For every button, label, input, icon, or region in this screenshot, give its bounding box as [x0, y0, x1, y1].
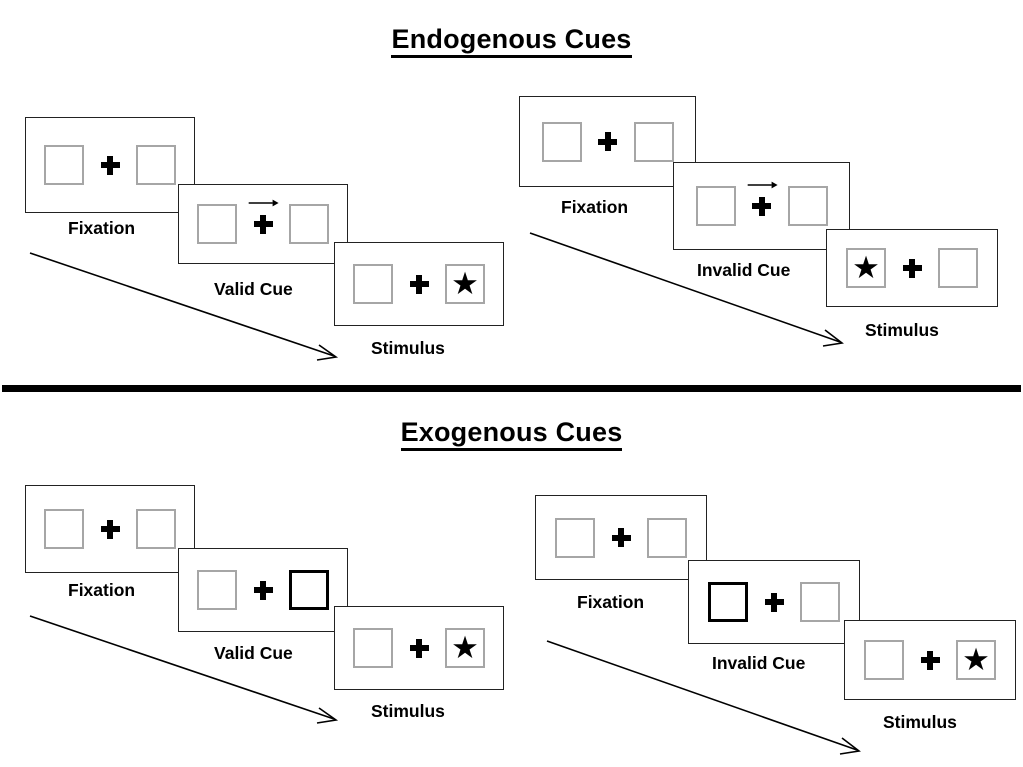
fixation-cross-area	[237, 199, 289, 234]
fixation-cross-icon	[409, 638, 429, 658]
fixation-cross-area	[748, 592, 800, 612]
caption-endogenous-valid-stimulus: Stimulus	[371, 338, 445, 358]
fixation-cross-icon	[253, 214, 273, 234]
fixation-cross-area	[886, 258, 938, 278]
time-arrow-endogenous-valid	[29, 252, 339, 361]
fixation-cross-icon	[100, 155, 120, 175]
trial-frame-exogenous-invalid-cue: ★ ★	[688, 560, 860, 644]
right-box: ★	[800, 582, 840, 622]
fixation-cross-icon	[409, 274, 429, 294]
frame-content: ★ ★	[695, 181, 828, 226]
cue-arrow-right-icon	[747, 181, 778, 188]
left-box: ★	[541, 121, 582, 162]
fixation-cross-icon	[764, 592, 784, 612]
trial-frame-endogenous-invalid-fixation: ★ ★	[519, 96, 696, 187]
star-icon: ★	[962, 641, 990, 677]
fixation-cross-icon	[598, 132, 617, 151]
trial-frame-exogenous-invalid-fixation: ★ ★	[535, 495, 707, 580]
frame-content: ★ ★	[555, 517, 687, 558]
trial-frame-exogenous-invalid-stimulus: ★ ★	[844, 620, 1016, 700]
time-arrow-exogenous-invalid	[546, 640, 861, 755]
fixation-cross-area	[595, 528, 647, 547]
star-icon: ★	[852, 249, 880, 285]
frame-content: ★ ★	[197, 199, 329, 244]
trial-frame-endogenous-valid-cue: ★ ★	[178, 184, 348, 264]
fixation-cross-icon	[253, 580, 273, 600]
left-box: ★	[197, 570, 237, 610]
caption-endogenous-invalid-stimulus: Stimulus	[865, 320, 939, 340]
frame-content: ★ ★	[44, 509, 176, 549]
left-box: ★	[864, 640, 904, 680]
section-divider	[2, 385, 1021, 392]
left-box: ★	[353, 264, 393, 304]
right-box: ★	[956, 640, 996, 680]
caption-exogenous-invalid-cue: Invalid Cue	[712, 653, 806, 673]
fixation-cross-area	[393, 638, 445, 658]
trial-frame-exogenous-valid-fixation: ★ ★	[25, 485, 195, 573]
fixation-cross-area	[237, 580, 289, 600]
fixation-cross-area	[904, 650, 956, 670]
frame-content: ★ ★	[197, 570, 329, 610]
caption-exogenous-invalid-fixation: Fixation	[577, 592, 645, 612]
right-box-cued: ★	[289, 570, 329, 610]
trial-frame-endogenous-invalid-stimulus: ★ ★	[826, 229, 998, 307]
right-box: ★	[938, 248, 978, 288]
caption-endogenous-valid-fixation: Fixation	[68, 218, 136, 238]
fixation-cross-icon	[902, 258, 922, 278]
star-icon: ★	[451, 629, 479, 665]
fixation-cross-icon	[752, 196, 771, 216]
right-box: ★	[445, 628, 485, 668]
star-icon: ★	[451, 265, 479, 301]
fixation-cross-icon	[611, 528, 631, 547]
right-box: ★	[136, 145, 176, 185]
frame-content: ★ ★	[708, 582, 840, 622]
fixation-cross-area	[393, 274, 445, 294]
trial-frame-endogenous-valid-stimulus: ★ ★	[334, 242, 504, 326]
frame-content: ★ ★	[44, 145, 176, 185]
section-title-endogenous: Endogenous Cues	[0, 24, 1023, 58]
fixation-cross-area	[84, 155, 136, 175]
frame-content: ★ ★	[353, 264, 485, 304]
section-title-exogenous-text: Exogenous Cues	[400, 417, 623, 451]
left-box: ★	[197, 204, 237, 244]
fixation-cross-area	[582, 132, 634, 151]
frame-content: ★ ★	[846, 248, 978, 288]
trial-frame-exogenous-valid-stimulus: ★ ★	[334, 606, 504, 690]
caption-exogenous-invalid-stimulus: Stimulus	[883, 712, 957, 732]
section-title-exogenous: Exogenous Cues	[0, 417, 1023, 451]
left-box-cued: ★	[708, 582, 748, 622]
trial-frame-endogenous-invalid-cue: ★ ★	[673, 162, 850, 250]
left-box: ★	[695, 186, 736, 226]
right-box: ★	[647, 517, 687, 558]
trial-frame-endogenous-valid-fixation: ★ ★	[25, 117, 195, 213]
caption-endogenous-invalid-fixation: Fixation	[561, 197, 629, 217]
left-box: ★	[846, 248, 886, 288]
right-box: ★	[445, 264, 485, 304]
caption-exogenous-valid-stimulus: Stimulus	[371, 701, 445, 721]
caption-exogenous-valid-fixation: Fixation	[68, 580, 136, 600]
trial-frame-exogenous-valid-cue: ★ ★	[178, 548, 348, 632]
left-box: ★	[555, 517, 595, 558]
left-box: ★	[44, 145, 84, 185]
left-box: ★	[353, 628, 393, 668]
fixation-cross-area	[736, 181, 788, 216]
cue-arrow-right-icon	[248, 199, 279, 206]
right-box: ★	[787, 186, 828, 226]
caption-exogenous-valid-cue: Valid Cue	[214, 643, 293, 663]
section-title-endogenous-text: Endogenous Cues	[391, 24, 632, 58]
left-box: ★	[44, 509, 84, 549]
caption-endogenous-valid-cue: Valid Cue	[214, 279, 293, 299]
frame-content: ★ ★	[541, 121, 674, 162]
frame-content: ★ ★	[353, 628, 485, 668]
fixation-cross-icon	[920, 650, 940, 670]
right-box: ★	[136, 509, 176, 549]
right-box: ★	[633, 121, 674, 162]
fixation-cross-area	[84, 519, 136, 539]
fixation-cross-icon	[100, 519, 120, 539]
right-box: ★	[289, 204, 329, 244]
caption-endogenous-invalid-cue: Invalid Cue	[697, 260, 791, 280]
frame-content: ★ ★	[864, 640, 996, 680]
